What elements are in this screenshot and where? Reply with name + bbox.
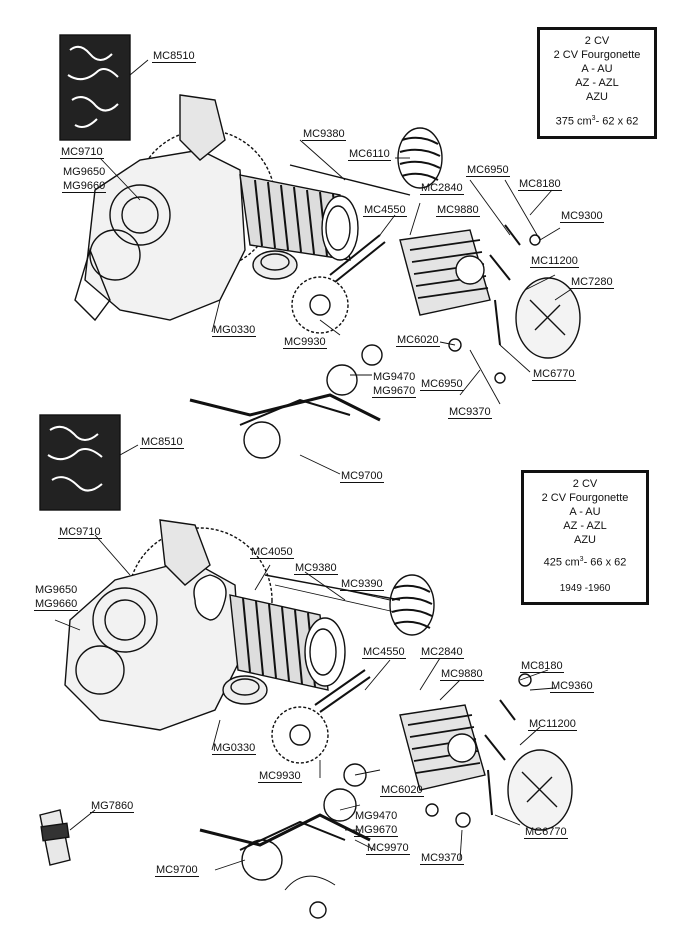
- info-bottom-cm: 425 cm: [543, 556, 580, 569]
- info-bottom-displacement: 425 cm3- 66 x 62: [524, 553, 646, 570]
- label-top-mg0330: MG0330: [212, 324, 257, 337]
- label-bottom-mg9650: MG9650: [35, 584, 78, 596]
- label-bottom-mc9380: MC9380: [294, 562, 338, 575]
- top-leader-lines: [99, 59, 571, 475]
- label-bottom-mc4050: MC4050: [250, 546, 294, 559]
- label-bottom-mc9700: MC9700: [155, 864, 199, 877]
- label-bottom-mc9360: MC9360: [550, 680, 594, 693]
- label-bottom-mc11200: MC11200: [528, 718, 577, 731]
- info-bottom-line2: 2 CV Fourgonette: [541, 492, 629, 504]
- info-top-dims: - 62 x 62: [595, 115, 639, 128]
- label-top-mg9470: MG9470: [373, 371, 416, 383]
- bottom-camshaft: [271, 669, 371, 764]
- bottom-oil-tube: [39, 809, 71, 866]
- bottom-crankshaft: [199, 788, 371, 881]
- label-top-mc6950a: MC6950: [466, 164, 510, 177]
- bottom-crankcase: [64, 519, 241, 731]
- top-cylinder: [239, 174, 359, 261]
- label-bottom-mg9470: MG9470: [355, 810, 398, 822]
- info-top-line1: 2 CV: [584, 35, 610, 47]
- info-bottom-line3: A - AU: [569, 506, 601, 518]
- label-bottom-mc9930: MC9930: [258, 770, 302, 783]
- label-top-mc6950b: MC6950: [420, 378, 464, 391]
- info-bottom-years: 1949 -1960: [559, 582, 611, 594]
- info-top-line4: AZ - AZL: [575, 77, 619, 89]
- top-gasket-mc8510: [59, 34, 131, 141]
- label-top-mg9660: MG9660: [62, 180, 107, 193]
- label-bottom-mc8510: MC8510: [140, 436, 184, 449]
- label-top-mc9930: MC9930: [283, 336, 327, 349]
- label-top-mc6110: MC6110: [348, 148, 391, 161]
- label-top-mc11200: MC11200: [530, 255, 579, 268]
- info-top-line5: AZU: [586, 91, 608, 103]
- top-crankshaft: [189, 364, 381, 459]
- label-top-mc8510: MC8510: [152, 50, 196, 63]
- bottom-pushrod-tube: [264, 574, 401, 601]
- top-camshaft: [291, 234, 386, 334]
- label-bottom-mc9970: MC9970: [366, 842, 410, 855]
- info-bottom-dims: - 66 x 62: [583, 556, 627, 569]
- info-box-top: 2 CV 2 CV Fourgonette A - AU AZ - AZL AZ…: [537, 27, 657, 139]
- top-crankcase: [74, 94, 246, 322]
- label-top-mc9880: MC9880: [436, 204, 480, 217]
- label-top-mc6770: MC6770: [532, 368, 576, 381]
- label-bottom-mg0330: MG0330: [212, 742, 257, 755]
- label-bottom-mc2840: MC2840: [420, 646, 464, 659]
- info-top-line3: A - AU: [581, 63, 613, 75]
- label-top-mc9710: MC9710: [60, 146, 104, 159]
- info-box-bottom: 2 CV 2 CV Fourgonette A - AU AZ - AZL AZ…: [521, 470, 649, 605]
- label-bottom-mc9880: MC9880: [440, 668, 484, 681]
- bottom-valve-parts: [284, 673, 532, 919]
- bottom-leader-lines: [54, 444, 556, 871]
- label-top-mc9380: MC9380: [302, 128, 346, 141]
- info-top-exp: 3: [591, 115, 596, 122]
- label-top-mc9370: MC9370: [448, 406, 492, 419]
- info-bottom-line1: 2 CV: [572, 478, 598, 490]
- info-bottom-line4: AZ - AZL: [563, 520, 607, 532]
- bottom-piston-rings: [389, 574, 435, 636]
- label-bottom-mc8180: MC8180: [520, 660, 564, 673]
- label-top-mc9300: MC9300: [560, 210, 604, 223]
- label-top-mc6020: MC6020: [396, 334, 440, 347]
- label-bottom-mc9370: MC9370: [420, 852, 464, 865]
- label-bottom-mg9660: MG9660: [34, 598, 79, 611]
- label-bottom-mc6770: MC6770: [524, 826, 568, 839]
- bottom-gasket-mc8510: [39, 414, 121, 511]
- bottom-valve-cover: [507, 749, 573, 831]
- bottom-pushrod: [274, 584, 396, 613]
- info-bottom-exp: 3: [579, 556, 584, 563]
- label-top-mc7280: MC7280: [570, 276, 614, 289]
- top-bearing: [252, 250, 298, 280]
- bottom-cylinder: [193, 574, 346, 691]
- label-top-mc8180: MC8180: [518, 178, 562, 191]
- label-bottom-mg7860: MG7860: [90, 800, 135, 813]
- info-top-cm: 375 cm: [555, 115, 592, 128]
- label-bottom-mc6020: MC6020: [380, 784, 424, 797]
- info-top-line2: 2 CV Fourgonette: [553, 49, 641, 61]
- label-top-mc2840: MC2840: [420, 182, 464, 195]
- info-bottom-line5: AZU: [574, 534, 596, 546]
- top-valve-parts: [361, 224, 541, 384]
- label-top-mg9670: MG9670: [372, 385, 417, 398]
- label-top-mc9700: MC9700: [340, 470, 384, 483]
- label-bottom-mc9710: MC9710: [58, 526, 102, 539]
- label-bottom-mc4550: MC4550: [362, 646, 406, 659]
- bottom-bearing: [222, 675, 268, 705]
- info-top-displacement: 375 cm3- 62 x 62: [540, 112, 654, 129]
- top-pushrod-tube: [289, 164, 411, 196]
- label-top-mc4550: MC4550: [363, 204, 407, 217]
- top-cylinder-head: [399, 229, 491, 316]
- label-bottom-mc9390: MC9390: [340, 578, 384, 591]
- label-bottom-mg9670: MG9670: [354, 824, 399, 837]
- bottom-cylinder-head: [399, 704, 486, 791]
- label-top-mg9650: MG9650: [63, 166, 106, 178]
